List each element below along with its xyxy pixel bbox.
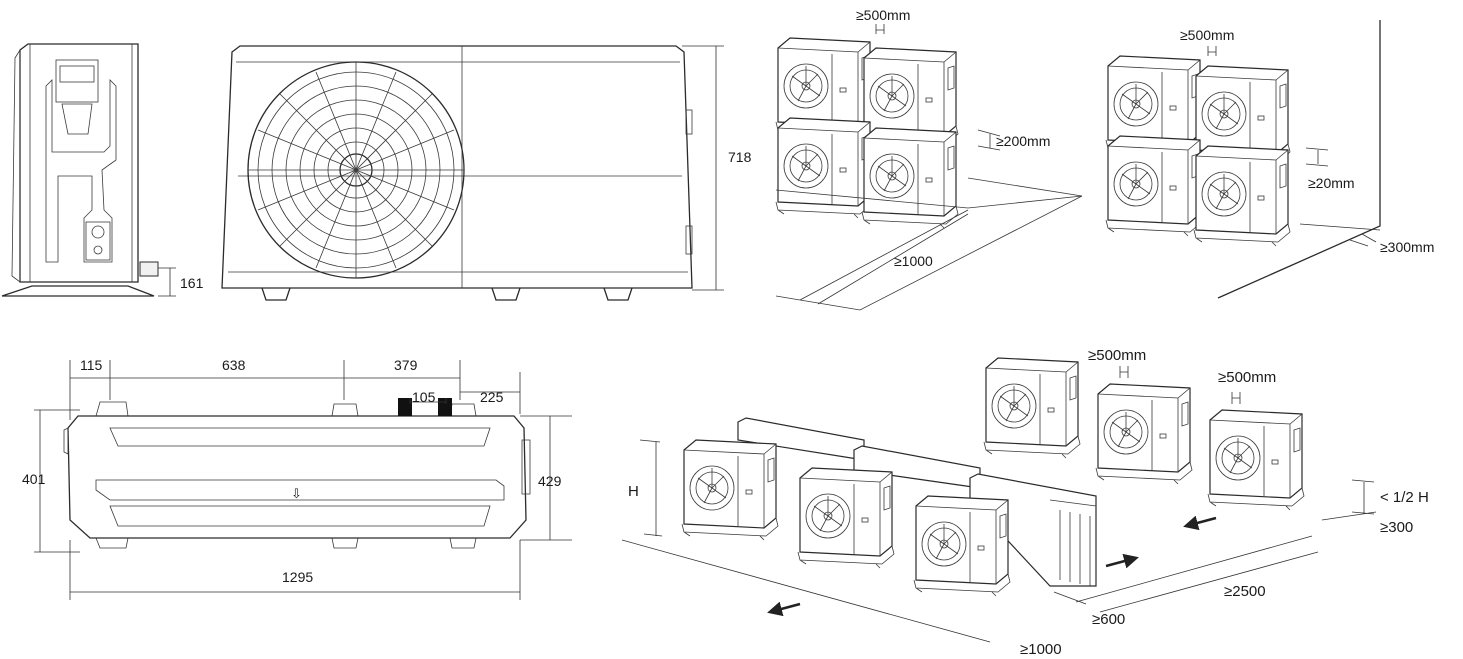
dim-161: 161 [180, 275, 204, 291]
rows-1000: ≥1000 [1020, 641, 1062, 658]
airflow-arrow-icon [1183, 515, 1217, 531]
rows-300: ≥300 [1380, 519, 1413, 536]
dim-718: 718 [728, 149, 752, 165]
dim-1295: 1295 [282, 569, 313, 585]
dim-638: 638 [222, 357, 246, 373]
stack-right: ≥500mm ≥20mm ≥300mm [1105, 20, 1434, 299]
airflow-arrow-icon [1105, 553, 1139, 569]
stack-right-500mm: ≥500mm [1180, 27, 1234, 43]
dim-379: 379 [394, 357, 418, 373]
stack-left: ≥500mm ≥200mm ≥1000 [775, 7, 1083, 311]
front-view: 718 [221, 45, 752, 301]
stack-left-500mm: ≥500mm [856, 7, 910, 23]
airflow-arrow-icon [767, 601, 801, 617]
stack-right-300mm: ≥300mm [1380, 239, 1434, 255]
dim-401: 401 [22, 471, 46, 487]
rows-600: ≥600 [1092, 611, 1125, 628]
stack-left-200mm: ≥200mm [996, 133, 1050, 149]
rows-500mm-b: ≥500mm [1218, 369, 1276, 386]
dim-225: 225 [480, 389, 504, 405]
top-view: ⇩ 115 638 379 105 225 401 429 1295 [22, 357, 572, 600]
dim-115: 115 [80, 357, 103, 373]
rows-500mm-a: ≥500mm [1088, 347, 1146, 364]
rows-half-h: < 1/2 H [1380, 489, 1429, 506]
stack-right-20mm: ≥20mm [1308, 175, 1355, 191]
dim-105: 105 [412, 389, 436, 405]
row-layout: H < 1/2 H ≥500mm ≥500mm ≥300 ≥2500 ≥600 … [621, 347, 1429, 658]
drain-arrow-icon: ⇩ [291, 486, 302, 501]
stack-left-1000: ≥1000 [894, 253, 933, 269]
rows-2500: ≥2500 [1224, 583, 1266, 600]
rows-h: H [628, 483, 639, 500]
dim-429: 429 [538, 473, 562, 489]
side-view: 161 [1, 43, 204, 297]
